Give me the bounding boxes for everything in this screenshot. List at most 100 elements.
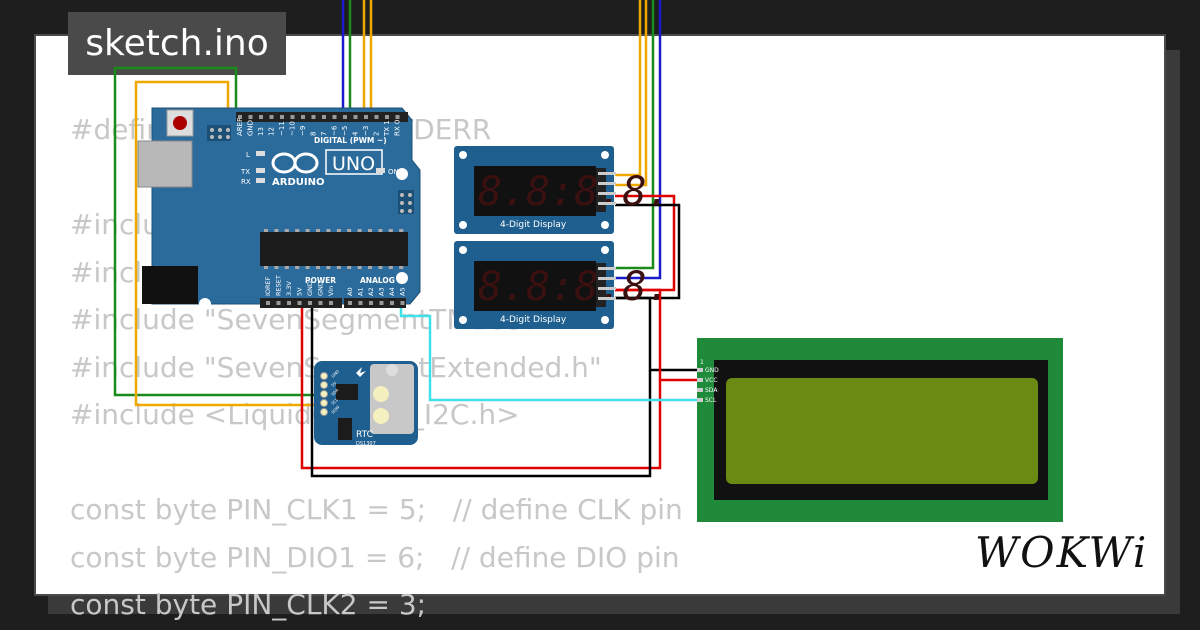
arduino-power-pin[interactable] — [318, 301, 323, 305]
arduino-pin[interactable] — [374, 115, 379, 119]
display-pin[interactable] — [598, 172, 616, 175]
display-pin[interactable] — [598, 182, 616, 185]
wire-orange-display1-clk[interactable] — [615, 0, 642, 177]
lcd-pin-label: GND — [705, 367, 719, 374]
chip-leg — [284, 266, 289, 269]
pin-label: 7 — [320, 132, 328, 136]
file-tab-sketch[interactable]: sketch.ino — [68, 12, 286, 75]
wire-red-power[interactable] — [300, 296, 662, 470]
display-pin[interactable] — [598, 192, 616, 195]
pin-label: GND — [317, 281, 325, 296]
four-digit-display[interactable]: 8.8:8.8. 4-Digit Display — [454, 146, 671, 234]
four-digit-display[interactable]: 8.8:8.8.4-Digit Display — [454, 241, 671, 329]
arduino-pin[interactable] — [290, 115, 295, 119]
display-pin-header — [596, 168, 606, 212]
pin-label: A3 — [378, 287, 386, 296]
arduino-pin[interactable] — [385, 115, 389, 119]
chip-leg — [305, 266, 310, 269]
chip-leg — [357, 229, 362, 232]
wire-blue-display2-dio[interactable] — [615, 0, 662, 280]
pin-label: TX 1 — [383, 120, 391, 137]
display-pin[interactable] — [598, 287, 616, 290]
wire-green-display2-clk[interactable] — [615, 0, 655, 270]
arduino-pin[interactable] — [395, 115, 400, 119]
adafruit-star-icon — [356, 367, 366, 377]
arduino-analog-pin[interactable] — [369, 301, 373, 305]
arduino-pin[interactable] — [269, 115, 274, 119]
pin-label: A1 — [357, 287, 365, 296]
arduino-analog-pin[interactable] — [400, 301, 405, 305]
rtc-pin[interactable] — [320, 408, 328, 416]
arduino-pin[interactable] — [343, 115, 347, 119]
board-name: UNO — [332, 153, 375, 175]
lcd-pin[interactable] — [697, 398, 703, 402]
arduino-pin[interactable] — [259, 115, 263, 119]
arduino-pin[interactable] — [311, 115, 316, 119]
lcd-pin[interactable] — [697, 378, 703, 382]
display-pin[interactable] — [598, 277, 616, 280]
rtc-pin[interactable] — [320, 390, 328, 398]
arduino-power-pin[interactable] — [287, 301, 291, 305]
wire-red-lcd-vcc[interactable] — [615, 288, 700, 382]
pin-label: IOREF — [264, 276, 272, 296]
arduino-power-pin[interactable] — [276, 301, 281, 305]
arduino-power-pin[interactable] — [329, 301, 333, 305]
arduino-power-pin[interactable] — [297, 301, 302, 305]
wire-orange-display1-dio[interactable] — [615, 0, 648, 187]
chip-leg — [388, 229, 393, 232]
chip-leg — [368, 266, 372, 269]
rtc-pin[interactable] — [320, 381, 328, 389]
arduino-pin[interactable] — [248, 115, 253, 119]
pin-label: 8 — [310, 132, 318, 136]
arduino-pin[interactable] — [364, 115, 368, 119]
pin-label: GND — [306, 281, 314, 296]
arduino-pin[interactable] — [301, 115, 305, 119]
arduino-pin[interactable] — [332, 115, 337, 119]
arduino-analog-pin[interactable] — [348, 301, 352, 305]
display-label: 4-Digit Display — [500, 220, 567, 230]
lcd-screen — [726, 378, 1038, 484]
arduino-pin[interactable] — [353, 115, 358, 119]
pin-label: 12 — [268, 127, 276, 136]
pin-label: GND — [247, 120, 255, 136]
arduino-power-pin[interactable] — [266, 301, 270, 305]
wire-green-rtc[interactable] — [113, 66, 320, 397]
arduino-pin[interactable] — [280, 115, 284, 119]
wire-orange-rtc[interactable] — [134, 80, 320, 407]
rtc-pin-label: SCL — [330, 396, 339, 405]
arduino-analog-pin[interactable] — [358, 301, 363, 305]
rtc-pin[interactable] — [320, 399, 328, 407]
display-digits: 8.8:8.8. — [478, 169, 671, 215]
arduino-analog-pin[interactable] — [379, 301, 384, 305]
rtc-pin-label: GND — [330, 369, 340, 379]
arduino-pin[interactable] — [238, 115, 242, 119]
lcd-pin[interactable] — [697, 388, 703, 392]
rtc-pin[interactable] — [320, 372, 328, 380]
pin-label: A4 — [388, 287, 396, 296]
wire-black-lcd-gnd[interactable] — [615, 296, 700, 372]
rtc-pin-label: 5V — [330, 380, 337, 387]
wire-cyan-scl[interactable] — [399, 296, 700, 402]
pin-label: ~5 — [341, 126, 349, 136]
digital-label: DIGITAL (PWM ~) — [314, 136, 387, 145]
lcd-pin[interactable] — [697, 368, 703, 372]
display-pin[interactable] — [598, 202, 616, 205]
pin-label: A5 — [399, 287, 407, 296]
display-pin[interactable] — [598, 267, 616, 270]
arduino-pin[interactable] — [322, 115, 326, 119]
arduino-analog-pin[interactable] — [390, 301, 394, 305]
rtc-chip: DS1307 — [356, 441, 376, 447]
display-pin-header — [596, 263, 606, 307]
chip-leg — [316, 229, 320, 232]
arduino-power-pin[interactable] — [308, 301, 312, 305]
display-pin[interactable] — [598, 297, 616, 300]
display-label: 4-Digit Display — [500, 315, 567, 325]
pin-label: 2 — [373, 132, 381, 136]
wire-black-power[interactable] — [310, 296, 652, 478]
analog-label: ANALOG IN — [360, 276, 407, 285]
chip-leg — [316, 266, 320, 269]
